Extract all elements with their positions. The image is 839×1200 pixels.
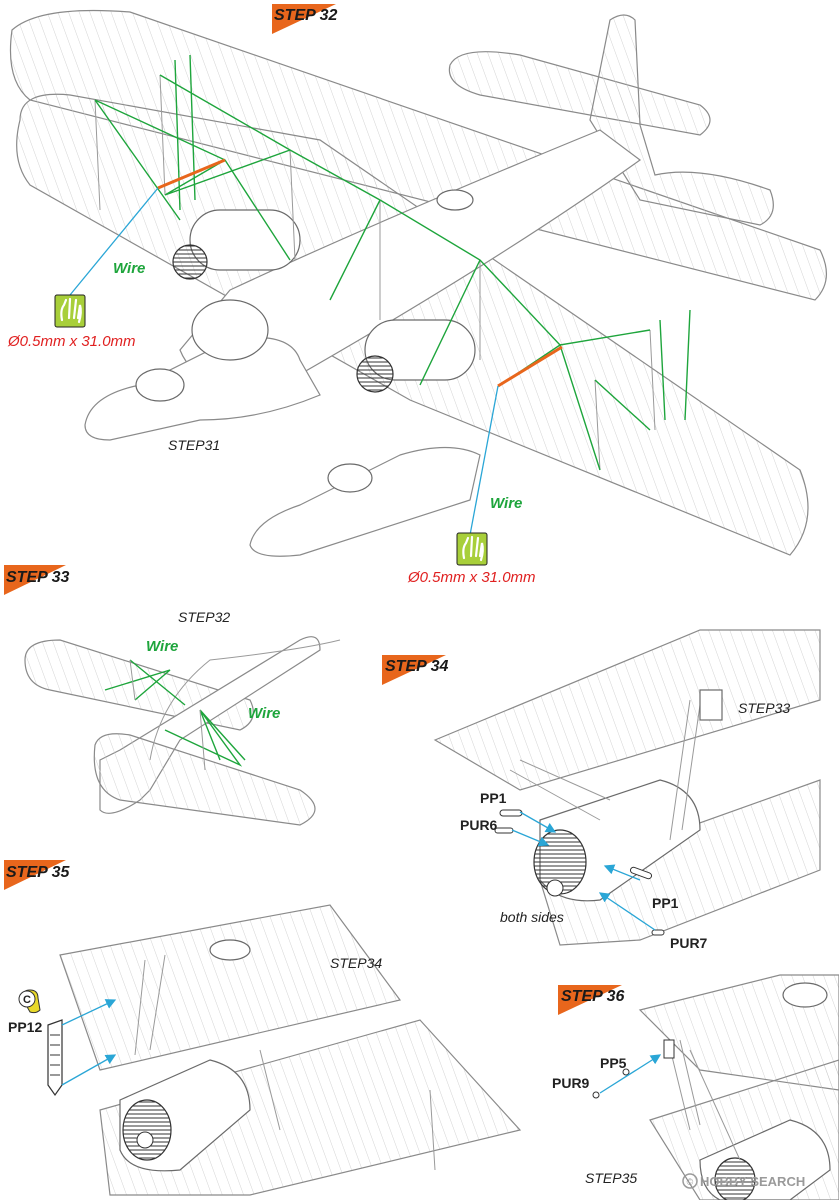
- highlighted-wire-right: [497, 345, 563, 388]
- nose-turret: [135, 368, 185, 402]
- float: [249, 446, 481, 557]
- c-marker-label: C: [23, 994, 31, 1006]
- cockpit-canopy: [191, 299, 269, 361]
- highlighted-wire-left: [157, 158, 226, 190]
- wire-label-step33-bottom: Wire: [248, 705, 280, 722]
- engine-right: [356, 319, 476, 393]
- svg-text:©: ©: [687, 1177, 694, 1187]
- hobby-search-logo-icon: ©: [682, 1173, 698, 1189]
- step34-lower-wing: [539, 779, 821, 946]
- ref-step34: STEP34: [330, 955, 382, 971]
- step33-outline: [149, 639, 341, 761]
- step35-lower-wing: [99, 1019, 522, 1196]
- part-pur6: PUR6: [460, 817, 498, 833]
- hand-icon: [456, 532, 488, 566]
- step34-parts: [494, 809, 665, 936]
- watermark-text: HOBBY SEARCH: [700, 1174, 805, 1189]
- step34-upper-wing: [433, 629, 821, 791]
- step-34-badge: [382, 655, 446, 685]
- step33-struts: [129, 659, 206, 771]
- part-pp5: PP5: [600, 1055, 627, 1071]
- step33-wires: [104, 659, 246, 767]
- step-33-title: STEP 33: [6, 569, 70, 586]
- tail-fin: [589, 14, 774, 226]
- part-pp12: PP12: [8, 1019, 42, 1035]
- step36-turret: [782, 982, 828, 1008]
- step-33-badge: [4, 565, 66, 595]
- c-marker-icon: [18, 989, 41, 1014]
- wire-label-right: Wire: [490, 495, 522, 512]
- wire-dimension-right: Ø0.5mm x 31.0mm: [407, 569, 536, 586]
- step-34-title: STEP 34: [385, 658, 449, 675]
- part-pp1-top: PP1: [480, 790, 507, 806]
- part-pp1-bottom: PP1: [652, 895, 679, 911]
- step-35-section: C: [18, 904, 522, 1196]
- ref-step31: STEP31: [168, 437, 220, 453]
- step35-arrows: [61, 999, 117, 1086]
- step33-upper-wing: [24, 639, 254, 731]
- step35-struts: [134, 954, 436, 1171]
- step35-upper-wing: [59, 904, 402, 1071]
- turret-ring: [436, 189, 474, 211]
- step-34-section: [433, 629, 821, 946]
- step-35-title: STEP 35: [6, 864, 71, 881]
- pp12-part: [47, 1019, 63, 1097]
- leader-line-left: [69, 187, 159, 296]
- step-32-section: [9, 9, 827, 557]
- step35-engine: [119, 1059, 251, 1172]
- step-36-title: STEP 36: [561, 988, 625, 1005]
- ref-step32: STEP32: [178, 609, 230, 625]
- part-pur9: PUR9: [552, 1075, 590, 1091]
- wire-label-left: Wire: [113, 260, 145, 277]
- hand-icon: [54, 294, 86, 328]
- step34-struts: [509, 699, 701, 841]
- leader-line-right: [469, 385, 499, 536]
- step-32-title: STEP 32: [274, 7, 338, 24]
- step34-arrows: [511, 811, 656, 931]
- step35-turret: [209, 939, 251, 961]
- wire-dimension-left: Ø0.5mm x 31.0mm: [7, 333, 136, 350]
- tail-plane: [448, 51, 711, 136]
- note-both-sides: both sides: [500, 909, 564, 925]
- wire-label-step33-top: Wire: [146, 638, 178, 655]
- step33-lower-wing: [93, 733, 316, 826]
- nose-section: [84, 336, 321, 441]
- step-32-badge: [272, 4, 336, 34]
- step36-arrows: [599, 1054, 662, 1094]
- upper-wing: [9, 9, 827, 301]
- ref-step33: STEP33: [738, 700, 790, 716]
- step-36-section: [592, 974, 839, 1200]
- engine-left: [172, 209, 301, 280]
- step34-window: [699, 689, 723, 721]
- interplane-struts: [94, 74, 656, 471]
- step36-engine: [699, 1119, 831, 1200]
- float-hatch: [327, 463, 373, 493]
- step-33-section: [24, 636, 341, 826]
- ref-step35: STEP35: [585, 1170, 637, 1186]
- step-35-badge: [4, 860, 66, 890]
- step36-parts: [592, 1039, 675, 1099]
- part-pur7: PUR7: [670, 935, 708, 951]
- step-36-badge: [558, 985, 622, 1015]
